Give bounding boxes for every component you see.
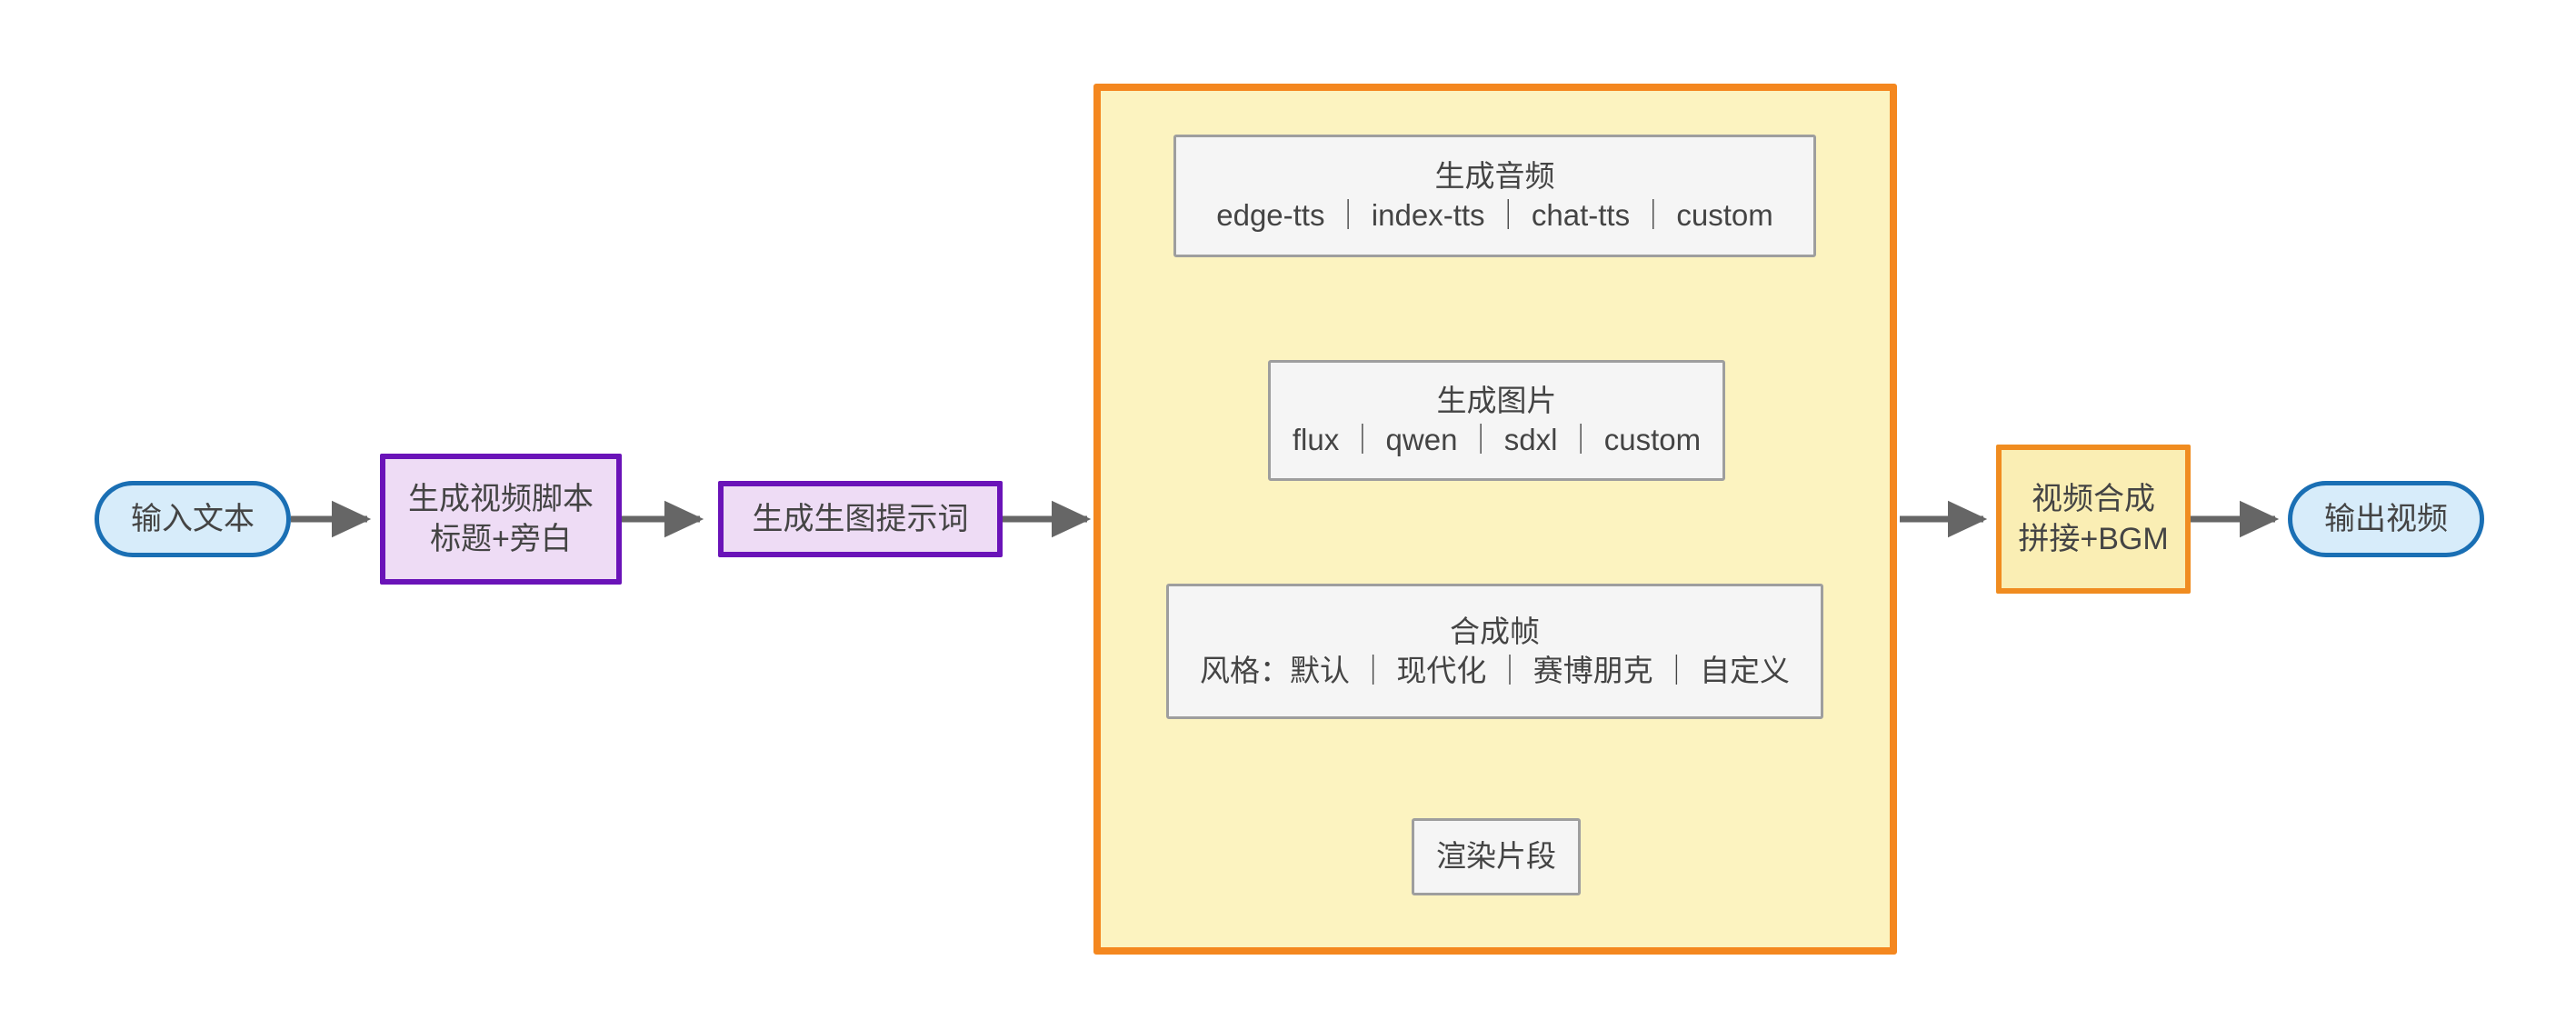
node-output-video-label: 输出视频 <box>2324 501 2448 536</box>
node-compose-frame-line1: 合成帧 <box>1450 614 1540 648</box>
node-generate-image-line2: flux ｜ qwen ｜ sdxl ｜ custom <box>1292 422 1702 456</box>
node-generate-audio-line1: 生成音频 <box>1434 158 1555 193</box>
node-render-segment-label: 渲染片段 <box>1436 839 1556 874</box>
node-input-text-label: 输入文本 <box>131 501 255 536</box>
node-generate-image-prompt-label: 生成生图提示词 <box>752 501 969 536</box>
node-generate-image-prompt[interactable]: 生成生图提示词 <box>718 481 1003 557</box>
node-output-video[interactable]: 输出视频 <box>2288 481 2484 557</box>
node-generate-audio[interactable]: 生成音频 edge-tts ｜ index-tts ｜ chat-tts ｜ c… <box>1173 135 1816 257</box>
node-generate-audio-line2: edge-tts ｜ index-tts ｜ chat-tts ｜ custom <box>1216 197 1773 232</box>
node-generate-image-line1: 生成图片 <box>1436 383 1557 417</box>
node-input-text[interactable]: 输入文本 <box>95 481 291 557</box>
node-generate-script[interactable]: 生成视频脚本 标题+旁白 <box>380 454 622 585</box>
node-video-merge[interactable]: 视频合成 拼接+BGM <box>1996 445 2191 594</box>
node-compose-frame-line2: 风格：默认 ｜ 现代化 ｜ 赛博朋克 ｜ 自定义 <box>1199 653 1790 687</box>
node-render-segment[interactable]: 渲染片段 <box>1412 818 1581 895</box>
node-generate-script-line1: 生成视频脚本 <box>408 481 594 516</box>
node-generate-script-line2: 标题+旁白 <box>430 522 572 556</box>
node-video-merge-line1: 视频合成 <box>2032 481 2155 516</box>
node-generate-image[interactable]: 生成图片 flux ｜ qwen ｜ sdxl ｜ custom <box>1268 360 1725 481</box>
node-video-merge-line2: 拼接+BGM <box>2018 522 2169 556</box>
node-compose-frame[interactable]: 合成帧 风格：默认 ｜ 现代化 ｜ 赛博朋克 ｜ 自定义 <box>1166 584 1823 719</box>
